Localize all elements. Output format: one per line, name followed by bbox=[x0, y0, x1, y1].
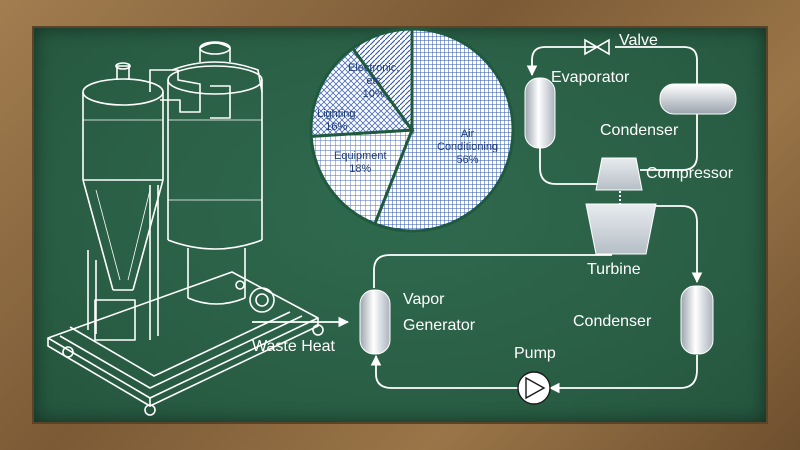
evaporator-tank-icon bbox=[524, 77, 556, 149]
pie-label-line: 10% bbox=[362, 88, 385, 101]
condenser-top-tank-icon bbox=[659, 83, 737, 115]
pie-slice-air-conditioning bbox=[372, 27, 515, 233]
label-generator: Generator bbox=[403, 317, 476, 334]
label-valve: Valve bbox=[619, 32, 658, 49]
pie-label-line: etc bbox=[366, 75, 382, 88]
pie-label-line: 16% bbox=[325, 121, 348, 134]
pie-label-line: Conditioning bbox=[437, 141, 499, 154]
pie-label-line: 56% bbox=[456, 154, 479, 167]
compressor-icon bbox=[595, 157, 643, 191]
pie-label-air-conditioning: Air Conditioning 56% bbox=[437, 128, 498, 168]
label-evaporator: Evaporator bbox=[551, 69, 630, 86]
pie-label-equipment: Equipment 18% bbox=[334, 150, 387, 176]
pie-slice-electronic bbox=[350, 27, 414, 135]
pie-chart bbox=[309, 27, 515, 233]
pie-slice-lighting bbox=[309, 46, 415, 138]
label-vapor: Vapor bbox=[403, 291, 445, 308]
turbine-icon bbox=[585, 203, 657, 255]
pie-label-electronic: Electronic, etc 10% bbox=[348, 62, 399, 102]
label-waste-heat: Waste Heat bbox=[252, 338, 335, 355]
valve-icon bbox=[584, 38, 610, 56]
label-compressor: Compressor bbox=[646, 165, 734, 182]
pump-icon bbox=[517, 371, 551, 405]
pie-label-line: Air bbox=[460, 128, 475, 140]
label-pump: Pump bbox=[514, 345, 556, 362]
pie-label-line: Electronic, bbox=[348, 62, 400, 74]
refrigeration-loop bbox=[526, 46, 698, 185]
condenser-bottom-tank-icon bbox=[680, 285, 714, 355]
pie-label-line: 18% bbox=[349, 163, 372, 176]
power-loop bbox=[252, 205, 703, 394]
machine-drawing bbox=[47, 41, 324, 416]
pie-label-lighting: Lighting 16% bbox=[317, 108, 356, 134]
label-condenser-bottom: Condenser bbox=[573, 313, 652, 330]
vapor-generator-tank-icon bbox=[359, 289, 391, 355]
pie-slice-equipment bbox=[309, 128, 415, 226]
label-condenser-top: Condenser bbox=[600, 122, 679, 139]
pie-label-line: Lighting bbox=[317, 108, 356, 120]
pie-label-line: Equipment bbox=[334, 150, 387, 162]
label-turbine: Turbine bbox=[587, 261, 641, 278]
